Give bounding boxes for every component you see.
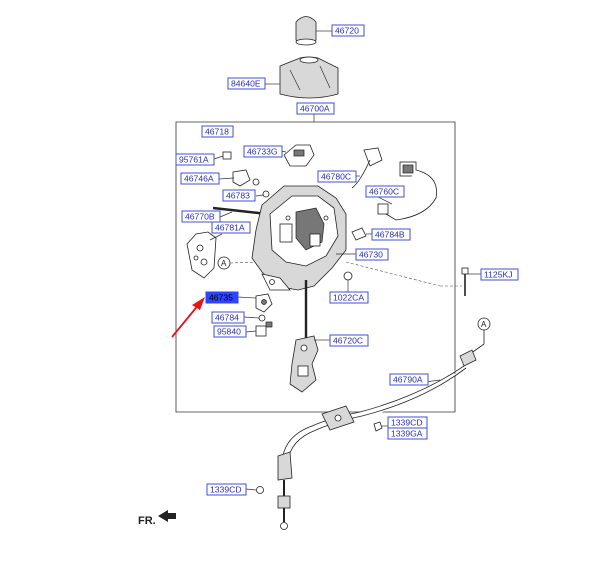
small-clip-95761A	[213, 151, 232, 160]
rod-46770B	[212, 206, 269, 218]
label-46733G[interactable]: 46733G	[243, 145, 283, 158]
label-1339GA[interactable]: 1339GA	[387, 427, 428, 440]
label-46720[interactable]: 46720	[331, 24, 365, 37]
front-arrow-icon	[158, 510, 176, 522]
red-indicator-arrow	[171, 297, 205, 338]
part-code: 1339CD	[210, 485, 242, 495]
side-plate-46781A	[186, 231, 223, 279]
label-46784[interactable]: 46784	[211, 311, 245, 324]
part-code: 1339CD	[391, 418, 423, 428]
label-46781A[interactable]: 46781A	[211, 221, 251, 234]
part-code: 46770B	[185, 212, 215, 222]
actuator-46735	[237, 293, 273, 313]
part-code: 46700A	[300, 104, 330, 114]
shift-knob	[295, 16, 332, 46]
pin-46783	[255, 190, 270, 198]
part-code: 46790A	[393, 375, 423, 385]
label-46720C[interactable]: 46720C	[329, 334, 369, 347]
part-code: 46730	[359, 250, 383, 260]
clip-46746A	[218, 169, 260, 187]
spring-46784	[243, 314, 266, 322]
shifter-body-46700A	[251, 185, 347, 291]
label-46780C[interactable]: 46780C	[317, 170, 357, 183]
part-code: 46784	[215, 313, 239, 323]
nut-1339CD-upper	[373, 421, 388, 432]
label-46735[interactable]: 46735	[205, 291, 239, 304]
part-code: 46718	[205, 127, 229, 137]
label-1125KJ[interactable]: 1125KJ	[480, 268, 519, 281]
shift-cable-46790A: A	[277, 317, 491, 530]
clip-46784B	[351, 227, 372, 241]
part-code: 46733G	[247, 147, 278, 157]
bracket-46733G	[280, 144, 315, 167]
part-code: 1125KJ	[484, 270, 513, 280]
assembly-frame	[175, 121, 456, 413]
reference-circle-left: A	[217, 256, 259, 270]
label-84640E[interactable]: 84640E	[227, 77, 266, 90]
part-code: 46735	[209, 293, 233, 303]
label-95840[interactable]: 95840	[213, 325, 247, 338]
label-46700A[interactable]: 46700A	[296, 102, 335, 115]
part-code: 46760C	[369, 187, 399, 197]
part-code: 95761A	[179, 155, 209, 165]
ref-mark-a-left: A	[221, 259, 227, 268]
part-code: 1339GA	[391, 429, 423, 439]
part-code: 95840	[217, 327, 241, 337]
switch-95840	[245, 321, 273, 337]
label-46718[interactable]: 46718	[201, 125, 234, 138]
label-1022CA[interactable]: 1022CA	[329, 291, 369, 304]
bolt-1125KJ	[345, 261, 481, 296]
lever-46720C	[289, 280, 330, 393]
part-code: 46720C	[333, 336, 363, 346]
part-code: 46720	[335, 26, 359, 36]
nut-1339CD-lower	[245, 486, 264, 494]
label-46760C[interactable]: 46760C	[365, 185, 405, 198]
part-code: 1022CA	[333, 293, 364, 303]
part-code: 46746A	[184, 174, 214, 184]
part-code: 46780C	[321, 172, 351, 182]
part-code: 46784B	[375, 230, 405, 240]
part-code: 46783	[226, 191, 250, 201]
fr-label: FR.	[138, 515, 156, 527]
nut-1022CA	[343, 271, 353, 292]
label-1339CD-lower[interactable]: 1339CD	[206, 483, 247, 496]
front-direction-indicator: FR.	[138, 510, 176, 527]
label-1339CD-upper[interactable]: 1339CD	[387, 416, 428, 429]
shift-boot	[264, 56, 339, 99]
label-46746A[interactable]: 46746A	[180, 172, 220, 185]
label-46730[interactable]: 46730	[355, 248, 389, 261]
label-46784B[interactable]: 46784B	[371, 228, 411, 241]
part-code: 84640E	[231, 79, 261, 89]
label-46790A[interactable]: 46790A	[389, 373, 429, 386]
label-46770B[interactable]: 46770B	[181, 210, 221, 223]
ref-mark-a-right: A	[481, 320, 487, 329]
label-95761A[interactable]: 95761A	[175, 153, 215, 166]
part-code: 46781A	[215, 223, 245, 233]
label-46783[interactable]: 46783	[222, 189, 256, 202]
